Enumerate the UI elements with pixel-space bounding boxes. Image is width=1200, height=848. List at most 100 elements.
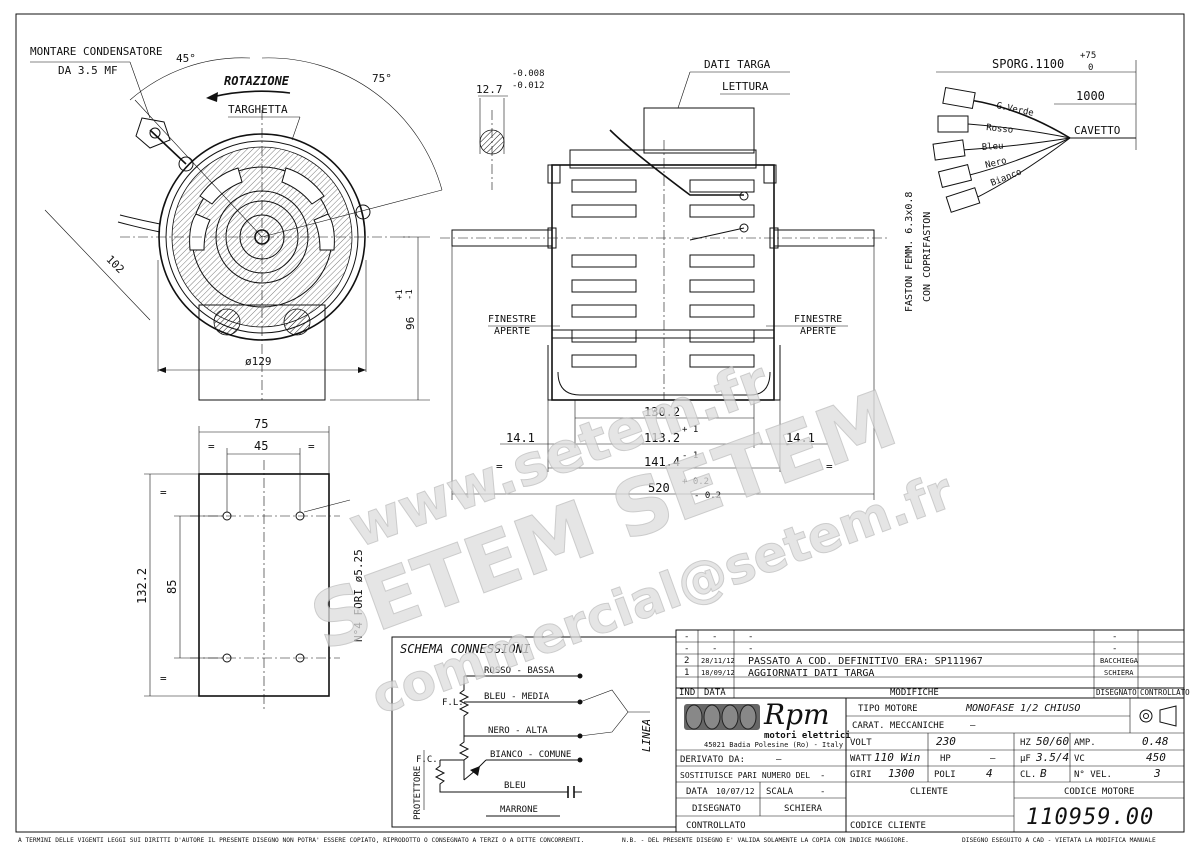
poles-value: 4 (986, 767, 993, 780)
dim-130: 130.2 (644, 405, 680, 419)
wire-black: Nero (984, 156, 1007, 171)
uf-value: 3.5/4 (1035, 751, 1069, 764)
tol-96-plus: +1 (395, 289, 405, 300)
date-label: DATA (686, 787, 708, 797)
line-label: LINEA (640, 719, 653, 752)
plate-label: TARGHETTA (228, 103, 288, 116)
connection-schema: SCHEMA CONNESSIONI (391, 636, 677, 828)
svg-text:=: = (308, 440, 315, 453)
protrusion-label: SPORG.1100 (992, 57, 1064, 71)
cable-length: 1000 (1076, 89, 1105, 103)
rev-2-by: BACCHIEGA (1100, 657, 1139, 665)
dim-diameter-129: ø129 (245, 355, 272, 368)
side-view (440, 71, 890, 500)
rev-2-text: PASSATO A COD. DEFINITIVO ERA: SP111967 (748, 656, 983, 667)
angle-75: 75° (372, 72, 392, 85)
poles-label: POLI (934, 770, 956, 780)
rpm-value: 1300 (888, 767, 915, 780)
derived-label: DERIVATO DA: (680, 755, 745, 765)
logo-sub: motori elettrici (764, 730, 851, 741)
mech-value: — (970, 721, 976, 731)
rev-4-n: - (684, 632, 689, 642)
motor-type-value: MONOFASE 1/2 CHIUSO (965, 703, 1080, 714)
capacitor-note: MONTARE CONDENSATORE (30, 45, 162, 58)
title-block (675, 629, 1185, 833)
hz-value: 50/60 (1036, 735, 1069, 748)
scale-label: SCALA (766, 787, 794, 797)
rev-4-text: - (748, 632, 753, 642)
svg-text:=: = (208, 440, 215, 453)
rotation-label: ROTAZIONE (224, 74, 290, 88)
dim-85: 85 (165, 580, 179, 594)
hz-label: HZ (1020, 738, 1031, 748)
customer-label: CLIENTE (910, 787, 948, 797)
drawn-value: SCHIERA (784, 804, 823, 814)
tol-minus-1: - 1 (682, 451, 698, 461)
motor-code-label: CODICE MOTORE (1064, 787, 1134, 797)
fc-label: F.C. (416, 755, 438, 765)
hdr-modifications: MODIFICHE (890, 688, 939, 698)
svg-text:=: = (160, 672, 167, 685)
protrusion-tol-up: +75 (1080, 51, 1096, 61)
schema-title: SCHEMA CONNESSIONI (400, 642, 530, 656)
wire-blue: BLEU (504, 781, 526, 791)
drawn-label: DISEGNATO (692, 804, 741, 814)
motor-code-value: 110959.00 (1026, 805, 1154, 830)
wire-brown: MARRONE (500, 805, 538, 815)
plate-data-label: DATI TARGA (704, 58, 771, 71)
hdr-ind: IND (679, 688, 695, 698)
rev-4-date: - (712, 632, 717, 642)
windows-right: FINESTRE (794, 314, 842, 325)
replaces-label: SOSTITUISCE PARI NUMERO DEL (680, 771, 810, 780)
holes-note: N°4 FORI ø5.25 (352, 549, 365, 642)
dim-520: 520 (648, 481, 670, 495)
faston-cover-note: CON COPRIFASTON (922, 212, 933, 302)
watt-value: 110 Win (874, 751, 920, 764)
watt-label: WATT (850, 754, 872, 764)
tol-96-minus: -1 (405, 289, 415, 300)
date-value: 10/07/12 (716, 787, 755, 796)
hdr-date: DATA (704, 688, 726, 698)
open-left: APERTE (494, 326, 530, 337)
hp-value: — (990, 754, 996, 764)
dim-141: 141.4 (644, 455, 680, 469)
rev-3-text: - (748, 644, 753, 654)
dim-14-left: 14.1 (506, 431, 535, 445)
sheet-border (15, 13, 1185, 833)
svg-text:=: = (160, 486, 167, 499)
rev-2-date: 28/11/12 (701, 657, 735, 665)
fl-label: F.L. (442, 698, 464, 708)
side-view-labels: DATI TARGA LETTURA FINESTRE APERTE FINES… (488, 58, 842, 501)
hp-label: HP (940, 754, 951, 764)
derived-value: — (776, 755, 782, 765)
cable-detail (932, 60, 1137, 213)
dim-132: 132.2 (135, 568, 149, 604)
cable-labels: SPORG.1100 +75 0 1000 CAVETTO G.Verde Ro… (904, 51, 1120, 312)
vc-label: VC (1074, 754, 1085, 764)
dim-102: 102 (104, 253, 127, 276)
rev-1-n: 1 (684, 668, 689, 678)
footer-cad: DISEGNO ESEGUITO A CAD - VIETATA LA MODI… (962, 837, 1156, 844)
volt-label: VOLT (850, 738, 872, 748)
customer-code-label: CODICE CLIENTE (850, 821, 926, 831)
logo-main: Rpm (763, 698, 830, 731)
rev-3-date: - (712, 644, 717, 654)
tol-shaft-2: -0.012 (512, 81, 545, 91)
volt-value: 230 (936, 735, 956, 748)
company-address: 45021 Badia Polesine (Ro) - Italy (704, 741, 843, 749)
uf-label: µF (1020, 754, 1031, 764)
rev-2-n: 2 (684, 656, 689, 666)
rpm-logo-icon (684, 704, 760, 730)
rev-1-by: SCHIERA (1104, 669, 1134, 677)
rev-4-by: - (1112, 632, 1117, 642)
speeds-label: N° VEL. (1074, 770, 1112, 780)
vc-value: 450 (1146, 751, 1166, 764)
rev-1-text: AGGIORNATI DATI TARGA (748, 668, 874, 679)
protector-label: PROTETTORE (413, 766, 423, 820)
dim-45: 45 (254, 439, 268, 453)
dim-75: 75 (254, 417, 268, 431)
mech-label: CARAT. MECCANICHE (852, 721, 944, 731)
front-view (30, 57, 443, 401)
class-value: B (1040, 767, 1047, 780)
